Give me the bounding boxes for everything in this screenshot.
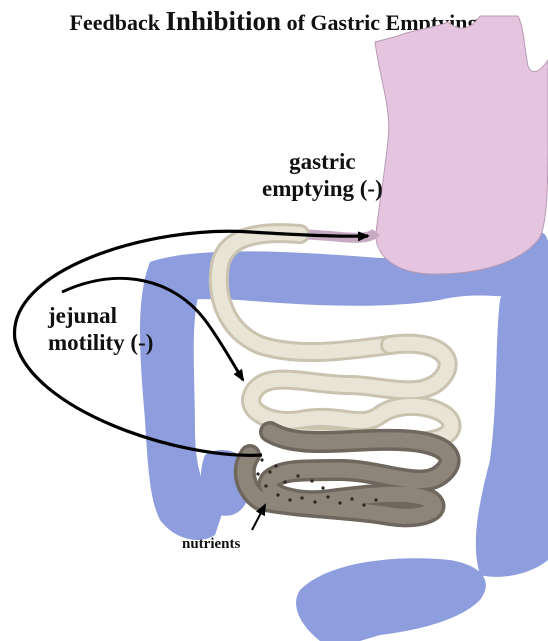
jejunal-label-line-1: jejunal — [48, 302, 153, 329]
gastric-emptying-label: gastric emptying (-) — [262, 148, 383, 202]
jejunal-label-line-2: motility (-) — [48, 329, 153, 356]
sigmoid-rectum — [296, 558, 486, 641]
gastric-label-line-2: emptying (-) — [262, 175, 383, 202]
nutrients-label: nutrients — [182, 536, 240, 553]
jejunal-motility-label: jejunal motility (-) — [48, 302, 153, 356]
gastric-label-line-1: gastric — [262, 148, 383, 175]
